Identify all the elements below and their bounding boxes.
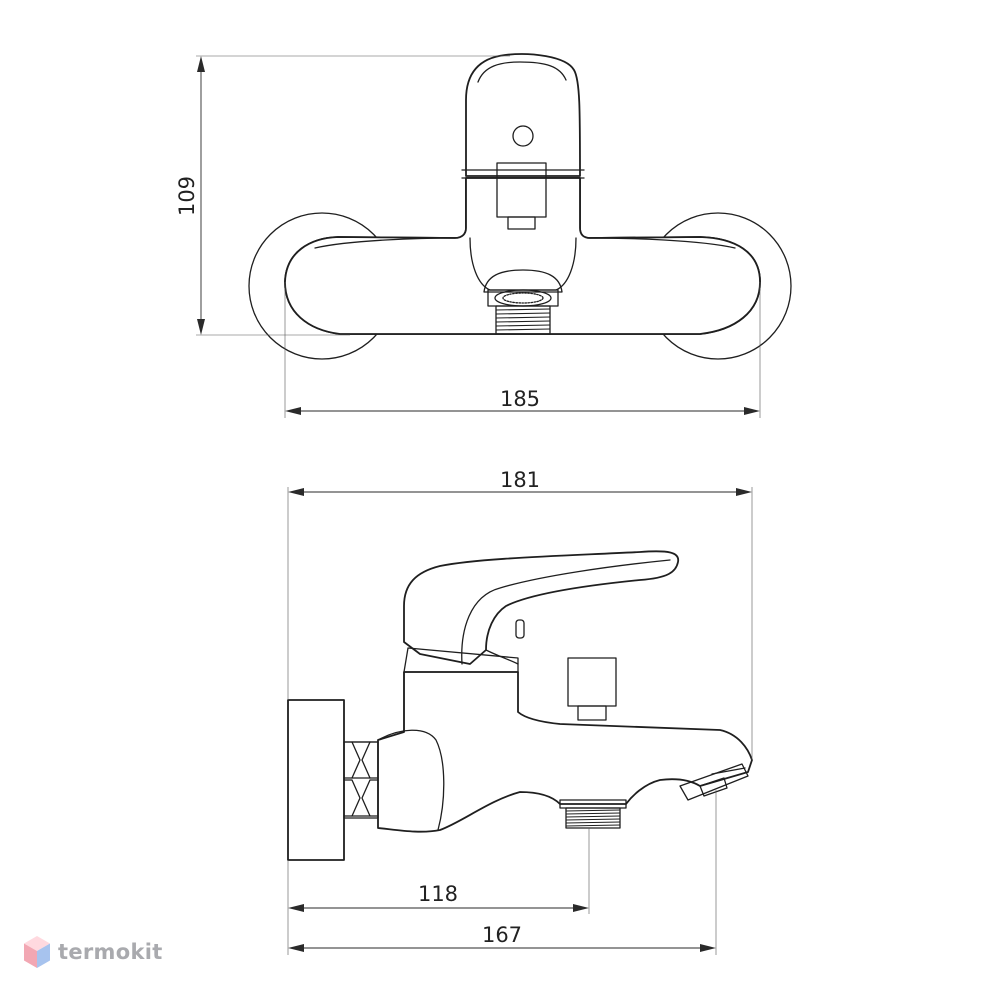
lever-pivot bbox=[515, 619, 525, 639]
lever-top-ridge bbox=[477, 61, 567, 83]
lever-side bbox=[403, 550, 679, 665]
aerator-ring-outer bbox=[483, 269, 563, 293]
arrow-185-right bbox=[744, 407, 760, 415]
dim-label-width-top: 185 bbox=[500, 387, 540, 411]
mixer-body-fill bbox=[285, 178, 760, 334]
brand-logo: termokit bbox=[22, 934, 163, 970]
arrow-118-left bbox=[288, 904, 304, 912]
diverter-stem-top bbox=[507, 216, 536, 230]
aerator-mesh bbox=[502, 292, 544, 304]
dim-label-spout: 167 bbox=[482, 923, 522, 947]
cube-logo-icon bbox=[24, 936, 50, 968]
arrow-167-right bbox=[700, 944, 716, 952]
cartridge-collar bbox=[403, 647, 519, 673]
wall-flange-side bbox=[287, 699, 345, 861]
arrow-167-left bbox=[288, 944, 304, 952]
diverter-knob-side bbox=[567, 657, 617, 707]
lever-screw bbox=[512, 125, 534, 147]
diverter-stem-side bbox=[577, 705, 607, 721]
hex-connector bbox=[343, 741, 379, 819]
body-shell-curve bbox=[377, 729, 445, 831]
arrow-181-left bbox=[288, 488, 304, 496]
outlet-thread-side bbox=[559, 799, 627, 829]
arrow-109-bottom bbox=[197, 319, 205, 335]
brand-name: termokit bbox=[58, 940, 163, 964]
arrow-181-right bbox=[736, 488, 752, 496]
arrow-109-top bbox=[197, 56, 205, 72]
arrow-118-right bbox=[573, 904, 589, 912]
lever-top bbox=[465, 53, 581, 177]
body-contour-left bbox=[314, 237, 459, 249]
side-view: 181 118 167 bbox=[287, 468, 753, 955]
dim-label-width-side: 181 bbox=[500, 468, 540, 492]
outlet-thread-top bbox=[495, 305, 551, 335]
top-view: 109 185 bbox=[175, 53, 792, 418]
mixer-body-side bbox=[377, 671, 753, 833]
body-contour-right bbox=[587, 237, 736, 249]
lever-side-ridge bbox=[461, 559, 671, 665]
dim-label-height-top: 109 bbox=[175, 176, 199, 216]
arrow-185-left bbox=[285, 407, 301, 415]
dim-label-outlet: 118 bbox=[418, 882, 458, 906]
lever-underside bbox=[485, 649, 519, 665]
spout-tip-side bbox=[679, 763, 749, 801]
